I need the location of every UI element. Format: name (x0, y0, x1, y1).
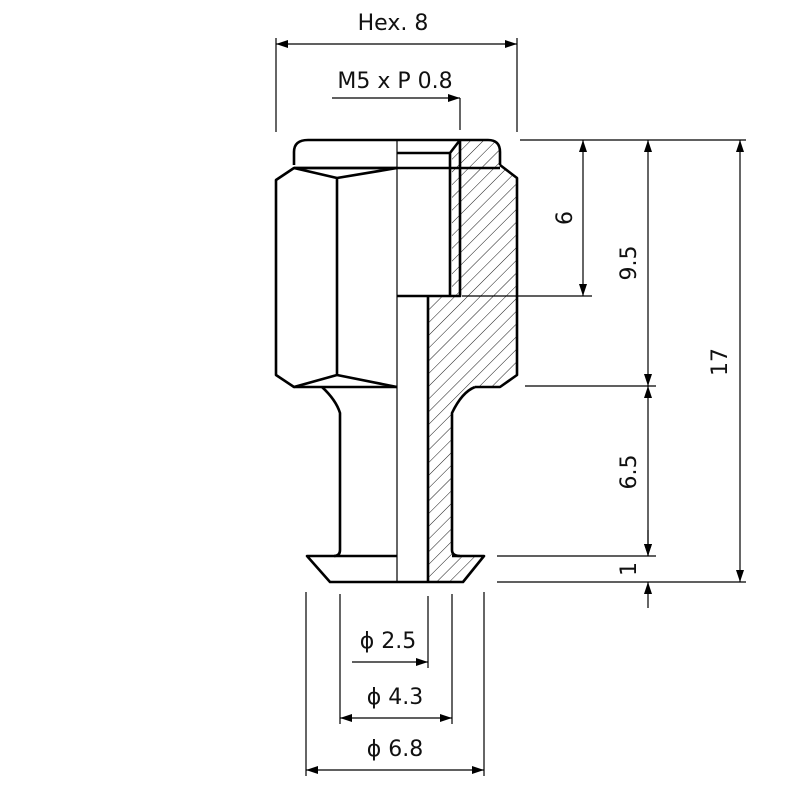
dim-flange-diameter: ϕ 6.8 (306, 737, 484, 774)
hex-face-line (293, 166, 398, 389)
dim-flange-diameter-label: ϕ 6.8 (367, 737, 424, 762)
dim-flange-height: 1 (617, 530, 652, 608)
dim-hex-height: 9.5 (617, 140, 652, 386)
dim-flange-height-label: 1 (617, 562, 642, 576)
dim-hex: Hex. 8 (275, 11, 518, 132)
dim-extension-lines-right (462, 139, 746, 583)
dim-bore-diameter-label: ϕ 2.5 (360, 629, 417, 654)
dim-thread: M5 x P 0.8 (332, 69, 461, 130)
dim-neck-height: 6.5 (617, 386, 652, 556)
dim-overall-height-label: 17 (708, 348, 733, 376)
section-hatch (428, 140, 517, 582)
dim-neck-diameter: ϕ 4.3 (340, 685, 452, 722)
dim-hex-label: Hex. 8 (358, 11, 429, 36)
hex-right-outline (475, 163, 519, 389)
dim-neck-diameter-label: ϕ 4.3 (367, 685, 424, 710)
dim-thread-depth-label: 6 (553, 211, 578, 225)
neck-outline-right (450, 385, 476, 558)
dim-thread-label: M5 x P 0.8 (337, 69, 452, 94)
dim-hex-height-label: 9.5 (617, 246, 642, 281)
nut-cap-outline (292, 138, 502, 165)
neck-outline-left (321, 386, 342, 558)
dim-overall-height: 17 (708, 140, 744, 582)
thread-bore (397, 139, 462, 298)
dim-bore-diameter: ϕ 2.5 (352, 629, 428, 666)
dim-thread-depth: 6 (553, 140, 587, 296)
dim-neck-height-label: 6.5 (617, 455, 642, 490)
dim-extension-lines-bottom (305, 592, 485, 776)
